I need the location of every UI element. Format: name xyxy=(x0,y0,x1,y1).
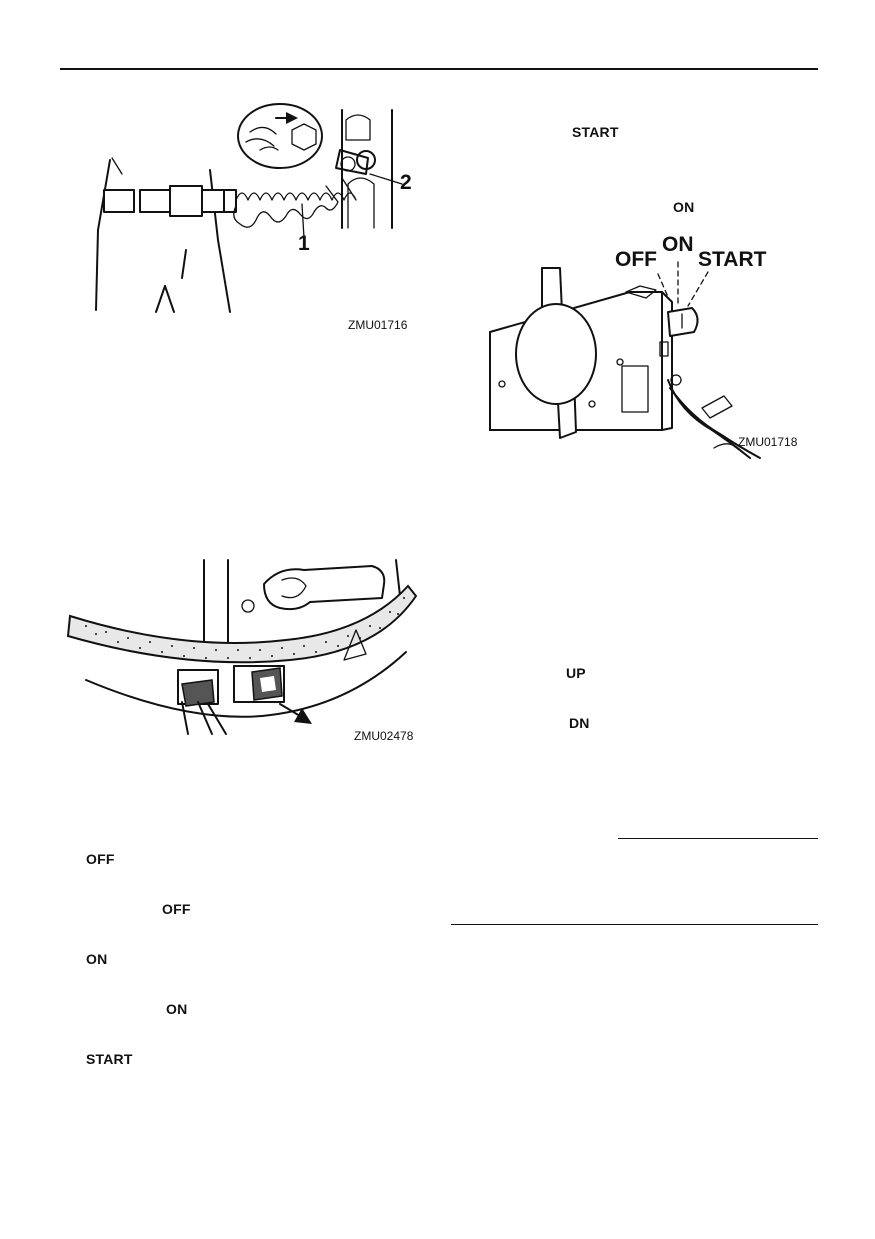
right-label-up: UP xyxy=(566,665,586,681)
note-bottom-rule xyxy=(451,924,818,925)
left-label-on-inline: ON xyxy=(166,1001,188,1017)
callout-1: 1 xyxy=(298,232,310,255)
left-label-start: START xyxy=(86,1051,133,1067)
position-label-off: OFF xyxy=(615,248,657,271)
header-rule xyxy=(60,68,818,70)
figure-code-1: ZMU01716 xyxy=(348,318,408,332)
figure-lanyard-illustration xyxy=(95,103,403,313)
right-label-on: ON xyxy=(673,199,695,215)
figure-code-2: ZMU01718 xyxy=(738,435,798,449)
position-label-on: ON xyxy=(662,233,694,256)
left-label-off-inline: OFF xyxy=(162,901,191,917)
left-label-on: ON xyxy=(86,951,108,967)
callout-2: 2 xyxy=(400,171,412,194)
figure-code-3: ZMU02478 xyxy=(354,729,414,743)
position-label-start: START xyxy=(698,248,767,271)
right-label-start: START xyxy=(572,124,619,140)
left-label-off: OFF xyxy=(86,851,115,867)
figure-cowling-switch-illustration xyxy=(66,559,418,735)
note-top-rule xyxy=(618,838,818,839)
right-label-dn: DN xyxy=(569,715,590,731)
figure-key-switch-illustration xyxy=(489,261,761,459)
